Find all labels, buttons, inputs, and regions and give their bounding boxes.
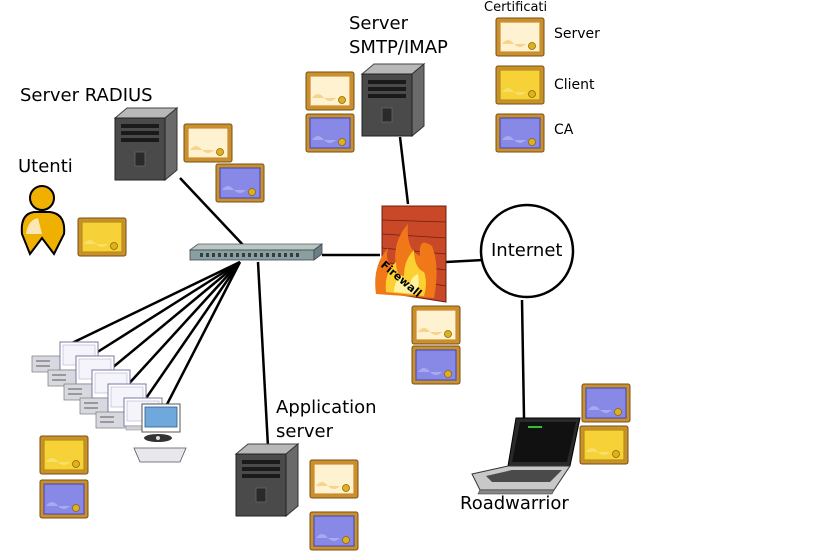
line-radius-switch (179, 177, 245, 247)
users-label: Utenti (18, 156, 73, 177)
network-switch-icon (188, 243, 324, 261)
cert-client-workstations (39, 435, 89, 475)
server-tower-icon (361, 63, 425, 137)
smtp-label-line2: SMTP/IMAP (349, 37, 448, 58)
legend-cert-client (495, 65, 545, 105)
line-switch-ws6 (158, 261, 242, 419)
internet-cloud-icon (479, 203, 575, 299)
server-tower-icon (114, 107, 178, 181)
firewall-icon (375, 205, 447, 303)
smtp-label-line1: Server (349, 13, 409, 34)
laptop-icon (133, 403, 187, 463)
legend-cert-server (495, 17, 545, 57)
cert-client-user (77, 217, 127, 257)
cert-server-firewall (411, 305, 461, 345)
legend-label-client: Client (554, 77, 595, 93)
roadwarrior-label: Roadwarrior (460, 493, 569, 514)
server-tower-icon (235, 443, 299, 517)
line-switch-appserver (256, 261, 270, 448)
line-switch-ws4 (123, 261, 241, 390)
appserver-label-line2: server (276, 421, 333, 442)
cert-ca-workstations (39, 479, 89, 519)
connection-lines (71, 136, 526, 448)
laptop-icon (471, 417, 581, 495)
cert-ca-appserver (309, 511, 359, 551)
legend-label-server: Server (554, 26, 600, 42)
cert-server-appserver (309, 459, 359, 499)
cert-client-roadwarrior (579, 425, 629, 465)
appserver-label-line1: Application (276, 397, 377, 418)
line-smtp-firewall (398, 136, 410, 205)
internet-label: Internet (491, 240, 563, 261)
legend-cert-ca (495, 113, 545, 153)
cert-ca-radius (215, 163, 265, 203)
line-internet-laptop (520, 299, 526, 419)
line-switch-ws3 (105, 261, 241, 374)
legend-title: Certificati (484, 0, 548, 15)
line-switch-ws1 (71, 260, 241, 345)
cert-server-radius (183, 123, 233, 163)
user-icon (20, 185, 66, 257)
cert-ca-firewall (411, 345, 461, 385)
line-firewall-internet (445, 258, 484, 264)
line-switch-ws5 (140, 261, 242, 405)
radius-label: Server RADIUS (20, 85, 153, 106)
cert-ca-roadwarrior (581, 383, 631, 423)
cert-server-smtp (305, 71, 355, 111)
line-switch-ws2 (87, 260, 241, 360)
legend-label-ca: CA (554, 122, 574, 138)
cert-ca-smtp (305, 113, 355, 153)
